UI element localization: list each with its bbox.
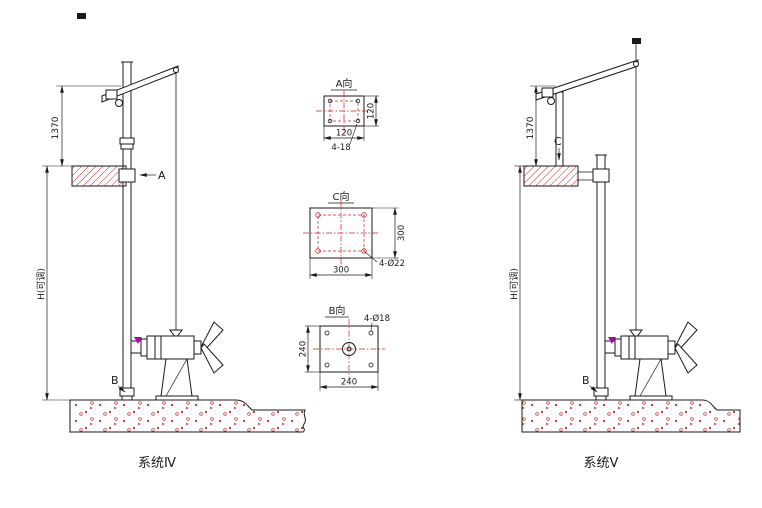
prop-hub [667,340,676,355]
view-c-title: C向 [333,190,350,203]
view-c-detail [303,201,399,279]
caption-system-iv: 系统Ⅳ [138,456,176,471]
prop-hub [193,340,202,355]
center-bore-inner [346,346,352,352]
lifting-shackle [629,329,643,339]
support-stand [629,358,673,401]
view-b-dim-height: 240 [299,341,309,357]
motor-rear-cap [614,338,622,357]
bolt-hole [355,118,361,124]
dim-1370-left: 1370 [51,116,61,139]
system-v-assembly [521,38,741,433]
hook-pulley-icon [115,99,123,107]
concrete-base [69,399,306,433]
view-a-detail [316,89,379,145]
bolt-hole [361,212,367,218]
label-c-right: C [554,135,562,148]
view-b-detail [305,316,385,391]
view-c-dim-width: 300 [333,266,349,276]
system-v-dimensions [514,85,598,401]
guide-pole [122,61,132,401]
jib-pulley-icon [173,67,179,73]
view-a-dim-width: 120 [336,129,352,139]
dim-1370-right: 1370 [526,116,536,139]
clamp-mark [608,337,616,344]
winch [541,87,554,98]
bolt-hole [324,362,330,368]
support-stand [155,358,199,401]
hook-pulley-icon [547,97,555,105]
davit-post [555,91,564,167]
view-b-title: B向 [329,304,346,317]
concrete-base [521,399,741,433]
view-a-dim-height: 120 [367,103,377,119]
plate-outline [319,325,379,373]
jib-pulley-icon [633,61,639,67]
dim-h-right: H(可调) [509,268,520,300]
datum-marker-icon [77,13,86,19]
view-a-holes: 4-18 [331,143,350,153]
guide-pole [596,154,606,401]
mount-bracket-hatched [71,165,127,187]
system-iv-assembly [69,13,306,433]
bolt-hole [315,212,321,218]
view-b-holes: 4-Ø18 [364,313,390,324]
mount-bracket-hatched [523,165,579,187]
bracket-clamp [592,168,610,183]
bolt-hole [324,330,330,336]
bolt-hole [327,118,333,124]
view-a-title: A向 [336,77,353,90]
bolt-hole [368,362,374,368]
propeller-blade-lower [200,343,224,374]
system-iv-dimensions [42,85,156,401]
motor-body [146,335,195,360]
view-b-dim-width: 240 [341,378,357,388]
winch [105,89,118,100]
lifting-shackle [169,329,183,339]
dim-h-left: H(可调) [36,268,47,300]
label-b-left: B [111,374,119,387]
bolt-hole [355,98,361,104]
datum-marker-icon [632,38,641,44]
bolt-hole [327,98,333,104]
bolt-hole [368,330,374,336]
motor-body [620,335,669,360]
view-c-holes: 4-Ø22 [379,258,405,269]
view-c-dim-height: 300 [397,225,407,241]
motor-rear-cap [140,338,148,357]
bracket-clamp [118,168,136,183]
pole-base-coupling [593,387,609,397]
label-b-right: B [582,374,590,387]
propeller-blade-lower [674,343,698,374]
caption-system-v: 系统Ⅴ [584,456,619,471]
bolt-hole [361,248,367,254]
bolt-hole [315,248,321,254]
clamp-mark [134,337,142,344]
center-bore [342,342,356,356]
label-a-left: A [158,169,166,182]
